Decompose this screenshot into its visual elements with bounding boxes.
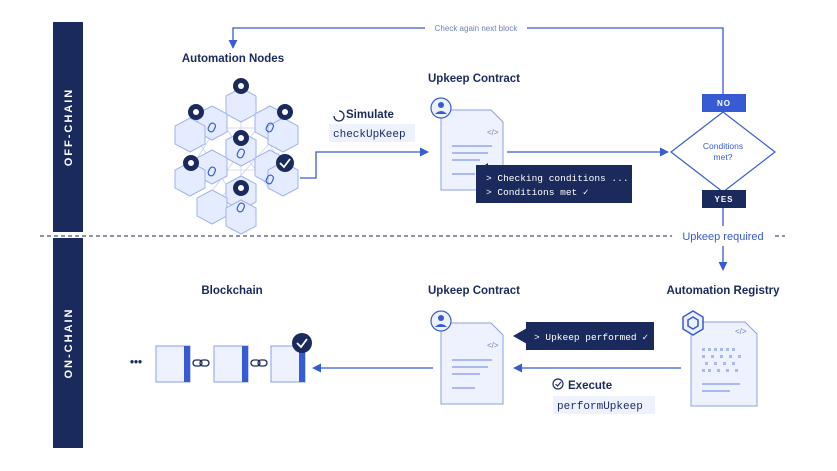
svg-text:> Upkeep performed ✓: > Upkeep performed ✓ xyxy=(534,332,648,343)
svg-text:YES: YES xyxy=(714,195,733,204)
simulate-code: checkUpKeep xyxy=(333,129,406,141)
yes-badge xyxy=(702,190,746,208)
execute-step: Execute performUpkeep xyxy=(552,378,655,414)
gear-icon xyxy=(233,180,249,196)
automation-registry-title: Automation Registry xyxy=(666,285,780,297)
node-hex xyxy=(225,199,257,235)
upkeep-contract-top-title: Upkeep Contract xyxy=(428,73,520,85)
svg-text:Conditions: Conditions xyxy=(703,141,743,151)
automation-nodes-network xyxy=(174,78,299,235)
refresh-icon xyxy=(333,110,345,122)
gear-icon xyxy=(183,155,199,171)
simulate-arrow xyxy=(300,147,429,179)
code-tag: </> xyxy=(487,341,499,350)
loop-back-arrow: Check again next block xyxy=(228,24,724,94)
simulate-step: Simulate checkUpKeep xyxy=(329,109,415,142)
loop-label: Check again next block xyxy=(435,24,519,33)
svg-text:> Checking conditions ...: > Checking conditions ... xyxy=(486,173,629,184)
svg-text:OFF-CHAIN: OFF-CHAIN xyxy=(63,88,75,167)
node-hex xyxy=(196,189,228,225)
blockchain-title: Blockchain xyxy=(201,285,262,297)
check-circle-icon xyxy=(552,378,564,390)
terminal-checking: > Checking conditions ... > Conditions m… xyxy=(476,163,632,203)
node-hex xyxy=(267,117,299,153)
terminal-performed: > Upkeep performed ✓ xyxy=(513,322,654,350)
svg-text:met?: met? xyxy=(714,152,733,162)
code-tag: </> xyxy=(735,327,747,336)
node-hex xyxy=(174,117,206,153)
gear-icon xyxy=(233,130,249,146)
automation-registry: </> xyxy=(682,310,758,407)
offchain-side-label: OFF-CHAIN xyxy=(53,22,83,232)
execute-code: performUpkeep xyxy=(557,401,643,413)
node-hex xyxy=(174,161,206,197)
upkeep-contract-bottom-title: Upkeep Contract xyxy=(428,285,520,297)
automation-nodes-title: Automation Nodes xyxy=(182,53,284,65)
execute-title: Execute xyxy=(568,380,612,392)
check-icon xyxy=(292,333,312,353)
gear-icon xyxy=(277,104,293,120)
svg-text:> Conditions met ✓: > Conditions met ✓ xyxy=(486,187,589,198)
gear-icon xyxy=(188,104,204,120)
gear-icon xyxy=(233,78,249,94)
svg-text:NO: NO xyxy=(717,99,731,108)
simulate-title: Simulate xyxy=(346,109,394,121)
chain-link-icon xyxy=(250,359,268,367)
onchain-side-label: ON-CHAIN xyxy=(53,238,83,448)
upkeep-required-label: Upkeep required xyxy=(682,231,763,243)
chain-link-icon xyxy=(207,122,275,213)
node-hex xyxy=(225,87,257,123)
check-icon xyxy=(276,154,294,172)
ellipsis: ••• xyxy=(130,357,142,369)
node-hex xyxy=(267,161,299,197)
chainlink-icon xyxy=(682,310,704,336)
svg-text:ON-CHAIN: ON-CHAIN xyxy=(63,308,75,379)
upkeep-contract-bottom: </> xyxy=(430,310,504,405)
decision-diamond: NO Conditions met? YES xyxy=(670,94,776,208)
chain-link-icon xyxy=(192,359,210,367)
code-tag: </> xyxy=(487,128,499,137)
no-badge xyxy=(702,94,746,112)
blockchain-chain: ••• xyxy=(130,333,312,383)
